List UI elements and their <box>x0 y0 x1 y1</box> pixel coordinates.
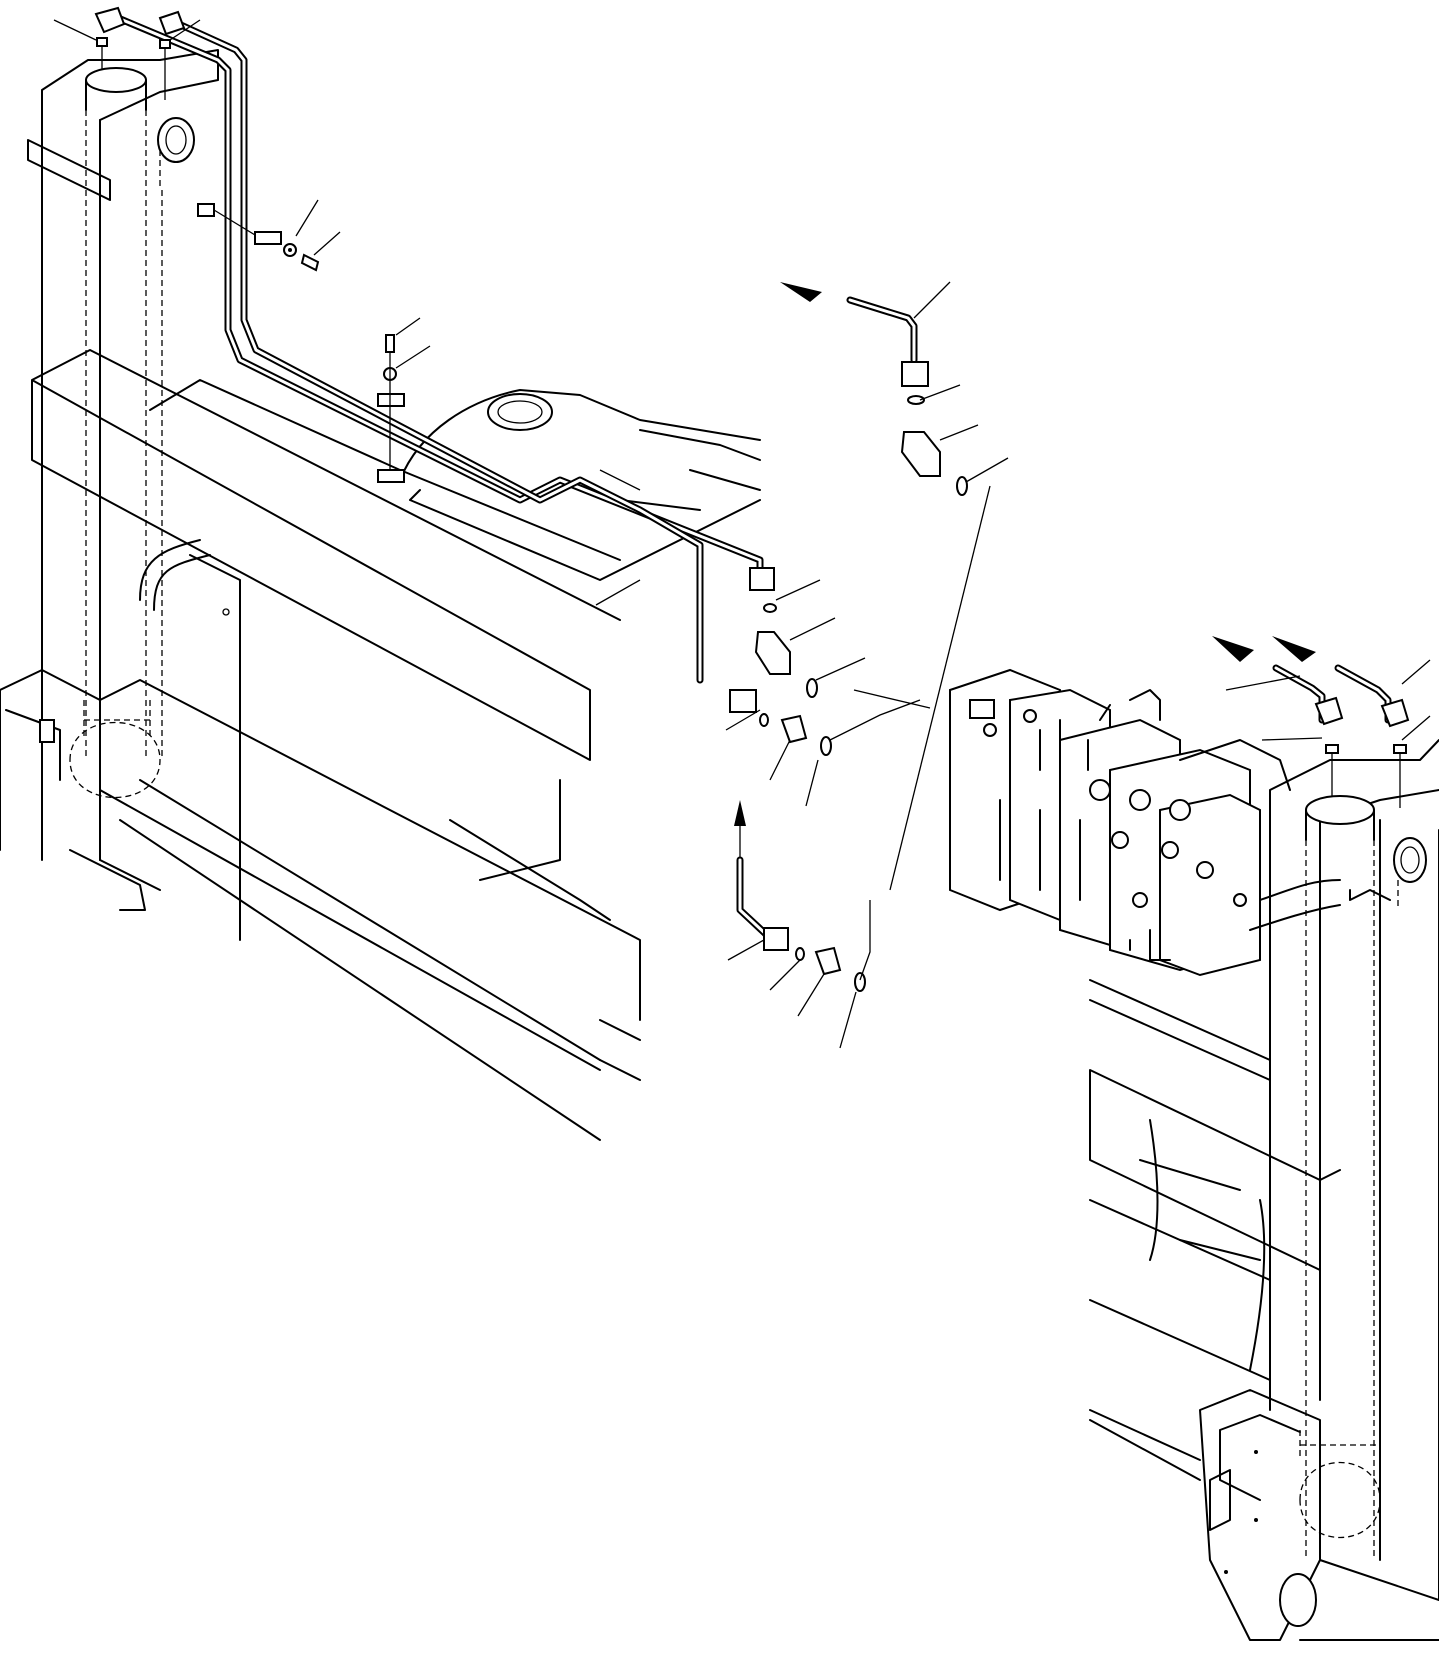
right-arrow-1 <box>1212 636 1254 662</box>
left-mast-pipes <box>114 14 764 684</box>
center-left-fittings <box>595 469 866 807</box>
lower-center-connector <box>814 946 842 976</box>
right-arrow-2 <box>1272 636 1316 662</box>
right-mast-column <box>1269 739 1439 1601</box>
upper-right-oring-1 <box>907 395 925 405</box>
left-mast-column <box>0 49 219 911</box>
control-valve-block <box>949 668 1341 977</box>
middle-bolt <box>385 334 395 353</box>
valve-port-e <box>1161 841 1179 859</box>
right-pipes <box>1212 636 1431 808</box>
valve-port-c <box>1023 709 1037 723</box>
right-oring-1 <box>1325 744 1339 754</box>
valve-spool-1 <box>1089 779 1111 801</box>
valve-port-a <box>969 699 995 719</box>
valve-port-d <box>1111 831 1129 849</box>
top-left-elbow-2 <box>158 10 186 36</box>
lower-center-oring-2 <box>854 972 866 992</box>
middle-clamp-upper <box>377 393 405 407</box>
lower-nut <box>729 689 757 713</box>
upper-right-nut <box>901 361 929 387</box>
top-left-oring-2 <box>159 39 171 49</box>
right-elbow-2 <box>1380 698 1410 728</box>
lower-oring-1 <box>759 713 769 727</box>
right-cylinder-cap <box>1305 795 1375 825</box>
middle-clamp-assembly <box>377 317 431 483</box>
center-carriage-plate <box>399 389 761 581</box>
upper-bolt <box>300 253 320 272</box>
center-elbow <box>754 631 791 675</box>
valve-section-5 <box>1159 793 1261 977</box>
top-left-oring-1 <box>96 37 108 47</box>
lower-oring-2 <box>820 736 832 756</box>
right-cross-members <box>1089 979 1341 1481</box>
upper-right-elbow <box>900 431 941 477</box>
upper-clamp-right <box>254 231 282 245</box>
right-mast-port-ring <box>1393 837 1427 883</box>
upper-right-arrow <box>780 282 822 302</box>
valve-port-f <box>1196 861 1214 879</box>
left-mast-port-ring <box>157 117 195 163</box>
right-oring-2 <box>1393 744 1407 754</box>
right-lower-bracket <box>1199 1389 1439 1641</box>
mast-bracket-slot <box>39 719 55 743</box>
left-cross-members <box>31 349 641 1141</box>
valve-port-b <box>983 723 997 737</box>
right-elbow-1 <box>1314 696 1344 726</box>
lower-center-oring-1 <box>795 947 805 961</box>
valve-spool-3 <box>1169 799 1191 821</box>
center-nut <box>749 567 775 591</box>
upper-right-pipe <box>780 281 1009 891</box>
right-lower-eye <box>1279 1573 1317 1627</box>
left-cylinder-cap <box>85 67 147 93</box>
top-left-elbow-1 <box>94 6 126 34</box>
lower-connector <box>780 714 808 744</box>
upper-right-oring-2 <box>956 476 968 496</box>
top-left-fittings <box>53 6 201 100</box>
valve-port-g <box>1132 892 1148 908</box>
lower-center-arrow <box>734 800 746 826</box>
carriage-bore <box>487 393 553 431</box>
center-oring-2 <box>806 678 818 698</box>
upper-clamp-left <box>197 203 215 217</box>
lower-center-pipe <box>727 689 931 1049</box>
valve-port-h <box>1233 893 1247 907</box>
middle-clamp-lower <box>377 469 405 483</box>
valve-spool-2 <box>1129 789 1151 811</box>
center-oring-1 <box>763 603 777 613</box>
lower-center-nut <box>763 927 789 951</box>
upper-clamp-assembly <box>197 199 341 272</box>
